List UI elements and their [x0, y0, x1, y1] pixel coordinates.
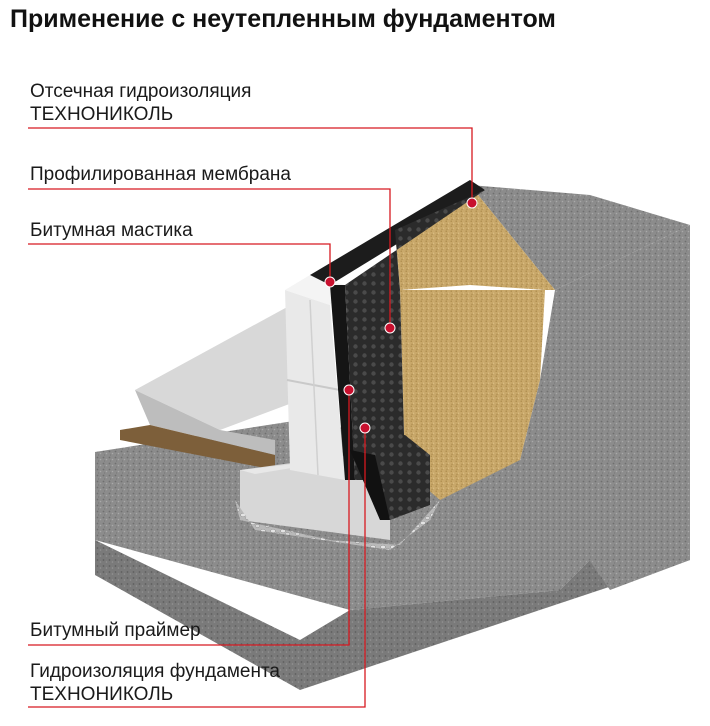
marker-membrane-dot	[385, 323, 395, 333]
label-foundation-line2: ТЕХНОНИКОЛЬ	[30, 683, 173, 707]
leader-mastic	[28, 244, 330, 280]
label-membrane: Профилированная мембрана	[30, 163, 291, 187]
label-foundation-line1: Гидроизоляция фундамента	[30, 660, 280, 684]
label-primer: Битумный праймер	[30, 619, 201, 643]
marker-mastic-dot	[325, 277, 335, 287]
marker-cutoff-dot	[467, 198, 477, 208]
page-title: Применение с неутепленным фундаментом	[10, 2, 710, 36]
label-cutoff-line2: ТЕХНОНИКОЛЬ	[30, 103, 173, 127]
label-cutoff-line1: Отсечная гидроизоляция	[30, 80, 251, 104]
marker-foundation-dot	[360, 423, 370, 433]
marker-primer-dot	[344, 385, 354, 395]
label-mastic: Битумная мастика	[30, 219, 193, 243]
